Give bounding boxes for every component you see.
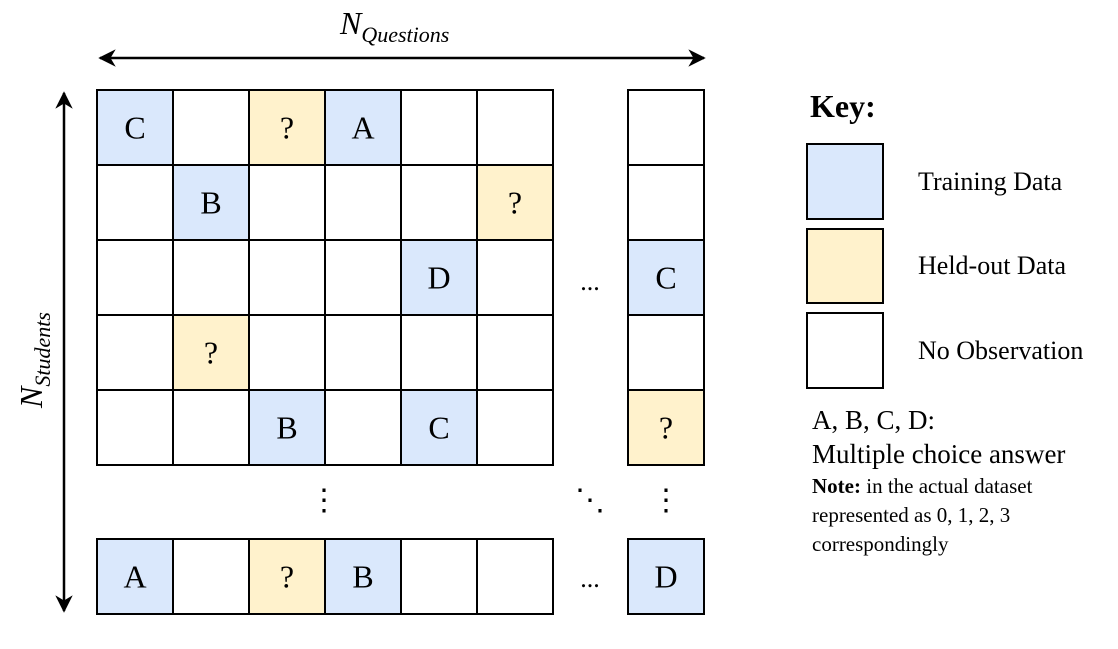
matrix-cell-r3-last-value: C	[655, 260, 676, 296]
questions-axis-label: NQuestions	[339, 5, 449, 47]
note-text: in the actual dataset	[860, 474, 1033, 498]
matrix-cell-r5-c5	[400, 389, 478, 466]
diagonal-ellipsis: ⋱	[575, 483, 605, 518]
key-label-none: No Observation	[918, 336, 1084, 365]
matrix-cell-r3-c4	[324, 239, 402, 316]
matrix-cell-r1-c5	[400, 89, 478, 166]
matrix-cell-r5-c3-value: B	[276, 410, 297, 446]
matrix-cell-r5-c5-value: C	[428, 410, 449, 446]
matrix-cell-r3-c5	[400, 239, 478, 316]
key-label-training: Training Data	[918, 167, 1063, 196]
matrix-cell-r2-c6-value: ?	[508, 185, 522, 221]
key-title: Key:	[810, 88, 876, 124]
vertical-ellipsis: ⋮	[309, 483, 339, 518]
key-swatch-heldout	[806, 228, 884, 304]
matrix-cell-r1-c3	[248, 89, 326, 166]
matrix-cell-r1-c3-value: ?	[280, 110, 294, 146]
matrix-cell-r4-c2-value: ?	[204, 335, 218, 371]
students-axis-label: NStudents	[13, 312, 55, 409]
note-label: Note:	[812, 474, 861, 498]
matrix-cell-r2-c2-value: B	[200, 185, 221, 221]
matrix-cell-r3-c3	[248, 239, 326, 316]
matrix-cell-r1-last	[627, 89, 705, 166]
matrix-cell-last-row-c4	[324, 538, 402, 615]
matrix-cell-r5-c4	[324, 389, 402, 466]
key-label-heldout: Held-out Data	[918, 251, 1067, 280]
matrix-cell-r3-c5-value: D	[427, 260, 450, 296]
matrix-cell-r3-c6	[476, 239, 554, 316]
matrix-cell-r5-c3	[248, 389, 326, 466]
note-line-1: Note: in the actual dataset	[812, 474, 1032, 499]
vertical-ellipsis-last: ⋮	[651, 483, 681, 518]
matrix-cell-r4-c5	[400, 314, 478, 391]
matrix-cell-r5-last-value: ?	[659, 410, 673, 446]
matrix-cell-r1-c2	[172, 89, 250, 166]
answer-letters: A, B, C, D:	[812, 405, 936, 435]
matrix-cell-last-row-c4-value: B	[352, 559, 373, 595]
matrix-cell-r2-c4	[324, 164, 402, 241]
matrix-cell-r5-c6	[476, 389, 554, 466]
matrix-cell-last-row-c6	[476, 538, 554, 615]
matrix-cell-last-row-last-value: D	[654, 559, 677, 595]
matrix-cell-r2-c6	[476, 164, 554, 241]
matrix-cell-r1-c1-value: C	[124, 110, 145, 146]
matrix-cell-r1-c4	[324, 89, 402, 166]
horizontal-ellipsis: ...	[580, 267, 600, 296]
matrix-cell-last-row-last	[627, 538, 705, 615]
note-line-3: correspondingly	[812, 532, 949, 556]
matrix-cell-r4-last	[627, 314, 705, 391]
matrix-cell-last-row-c1-value: A	[123, 559, 146, 595]
matrix-cell-r3-c1	[96, 239, 174, 316]
matrix-cell-r3-last	[627, 239, 705, 316]
matrix-cell-r2-c1	[96, 164, 174, 241]
matrix-cell-r2-c2	[172, 164, 250, 241]
matrix-cell-r4-c3	[248, 314, 326, 391]
matrix-cell-r4-c4	[324, 314, 402, 391]
matrix-cell-last-row-c2	[172, 538, 250, 615]
matrix-cell-r4-c6	[476, 314, 554, 391]
horizontal-ellipsis-bottom: ...	[580, 564, 600, 593]
answer-description: Multiple choice answer	[812, 439, 1066, 469]
matrix-cell-r2-last	[627, 164, 705, 241]
matrix-cell-last-row-c5	[400, 538, 478, 615]
matrix-cell-last-row-c1	[96, 538, 174, 615]
matrix-cell-r3-c2	[172, 239, 250, 316]
matrix-cell-r5-c2	[172, 389, 250, 466]
matrix-cell-r4-c1	[96, 314, 174, 391]
key-swatch-none	[806, 312, 884, 389]
matrix-cell-r2-c5	[400, 164, 478, 241]
matrix-cell-r5-last	[627, 389, 705, 466]
matrix-cell-r5-c1	[96, 389, 174, 466]
matrix-cell-last-row-c3-value: ?	[280, 559, 294, 595]
matrix-cells: C? A B? D C? B C? A? B D	[96, 89, 705, 615]
matrix-cell-r1-c4-value: A	[351, 110, 374, 146]
matrix-cell-r1-c6	[476, 89, 554, 166]
note-line-2: represented as 0, 1, 2, 3	[812, 503, 1011, 527]
matrix-cell-r2-c3	[248, 164, 326, 241]
key-swatch-training	[806, 143, 884, 220]
